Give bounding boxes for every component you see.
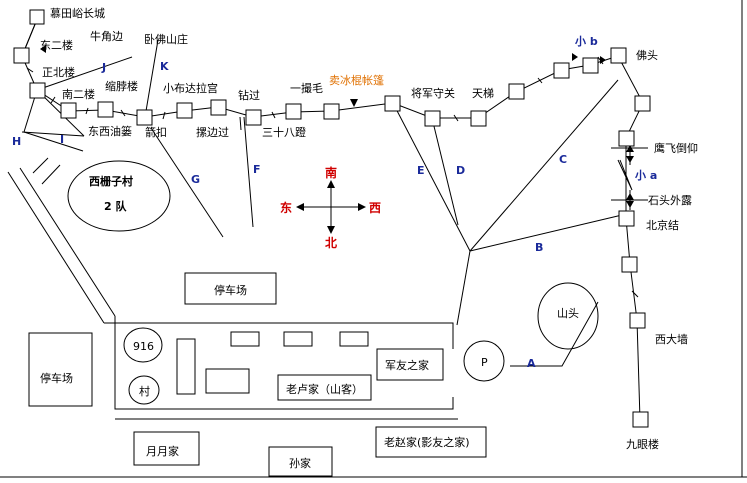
compass-north: 北 <box>325 235 337 250</box>
route-xiao-a: 小 a <box>634 168 657 182</box>
village-xizhazi: 西栅子村 2 队 <box>67 160 171 232</box>
label-yi-sao-mao: 一撮毛 <box>290 81 323 95</box>
label-sun-jia: 孙家 <box>289 456 311 470</box>
parking-left: 停车场 <box>28 332 93 407</box>
label-dong-er: 东二楼 <box>40 38 73 52</box>
route-d: D <box>456 164 465 177</box>
lower-buildings: 月月家 孙家 老赵家(影友之家) <box>133 426 487 477</box>
label-wo-fo: 卧佛山庄 <box>144 32 188 46</box>
label-dong-xi-you-lou: 东西油篓 <box>88 124 132 138</box>
route-c: C <box>559 153 567 166</box>
label-fo-tou: 佛头 <box>636 49 658 62</box>
label-jiu-yan: 九眼楼 <box>626 437 659 451</box>
route-j: J <box>101 61 106 74</box>
arrow-marks <box>40 45 648 210</box>
label-916: 916 <box>133 340 154 353</box>
svg-text:停车场: 停车场 <box>40 371 73 385</box>
label-niu-jiao-bian: 牛角边 <box>90 29 123 43</box>
route-g: G <box>191 173 200 186</box>
route-i: I <box>60 133 64 146</box>
route-f: F <box>253 163 261 176</box>
label-lao-lu: 老卢家（山客） <box>286 382 363 396</box>
roads <box>7 157 458 420</box>
svg-text:山头: 山头 <box>557 307 579 320</box>
label-jiang-jun: 将军守关 <box>411 86 455 100</box>
compass: 南 北 东 西 <box>280 165 381 250</box>
svg-text:P: P <box>481 356 488 369</box>
route-e: E <box>417 164 425 177</box>
label-cun: 村 <box>139 384 150 398</box>
label-yue-yue: 月月家 <box>146 444 179 458</box>
village-team: 2 队 <box>104 199 127 213</box>
compass-south: 南 <box>325 165 337 180</box>
label-beijing-jie: 北京结 <box>646 218 679 232</box>
label-nan-er: 南二楼 <box>62 87 95 101</box>
label-cuo-bian-guo: 摞边过 <box>196 125 229 139</box>
parking-main: 停车场 <box>184 272 277 305</box>
compass-west: 西 <box>369 201 381 215</box>
label-ying-fei: 鹰飞倒仰 <box>654 141 698 155</box>
label-jian-kou: 箭扣 <box>145 125 167 139</box>
shan-tou: 山头 <box>537 282 599 350</box>
route-letters: J K H I G F E D C B A 小 a 小 b <box>12 34 657 370</box>
tower-boxes <box>13 9 651 428</box>
village-name: 西栅子村 <box>89 174 133 188</box>
route-k: K <box>160 60 169 73</box>
route-b: B <box>535 241 543 254</box>
label-mutianyu: 慕田峪长城 <box>50 6 105 20</box>
label-tian-ti: 天梯 <box>472 87 494 100</box>
label-zheng-bei: 正北楼 <box>42 65 75 79</box>
parking-p: P <box>463 340 505 382</box>
label-shi-tou: 石头外露 <box>648 194 692 207</box>
label-lao-zhao: 老赵家(影友之家) <box>384 435 470 449</box>
label-zuan-guo: 钻过 <box>238 88 260 102</box>
village-buildings: 916 村 老卢家（山客） 军友之家 <box>123 327 444 405</box>
label-sanshiba: 三十八蹬 <box>262 125 306 139</box>
compass-east: 东 <box>280 200 292 215</box>
route-xiao-b: 小 b <box>574 34 598 48</box>
wall-ticks <box>26 56 639 298</box>
svg-text:停车场: 停车场 <box>214 283 247 297</box>
route-h: H <box>12 135 21 148</box>
tower-labels: 慕田峪长城 东二楼 正北楼 南二楼 缩脖楼 东西油篓 箭扣 小布达拉宫 摞边过 … <box>40 6 698 451</box>
label-xi-da-qiang: 西大墙 <box>655 332 688 346</box>
label-jun-you: 军友之家 <box>385 358 429 372</box>
label-xiao-budala: 小布达拉宫 <box>163 81 218 95</box>
route-a: A <box>527 357 536 370</box>
label-camp: 卖冰棍帐篷 <box>329 73 384 87</box>
label-suo-bo: 缩脖楼 <box>105 79 138 93</box>
